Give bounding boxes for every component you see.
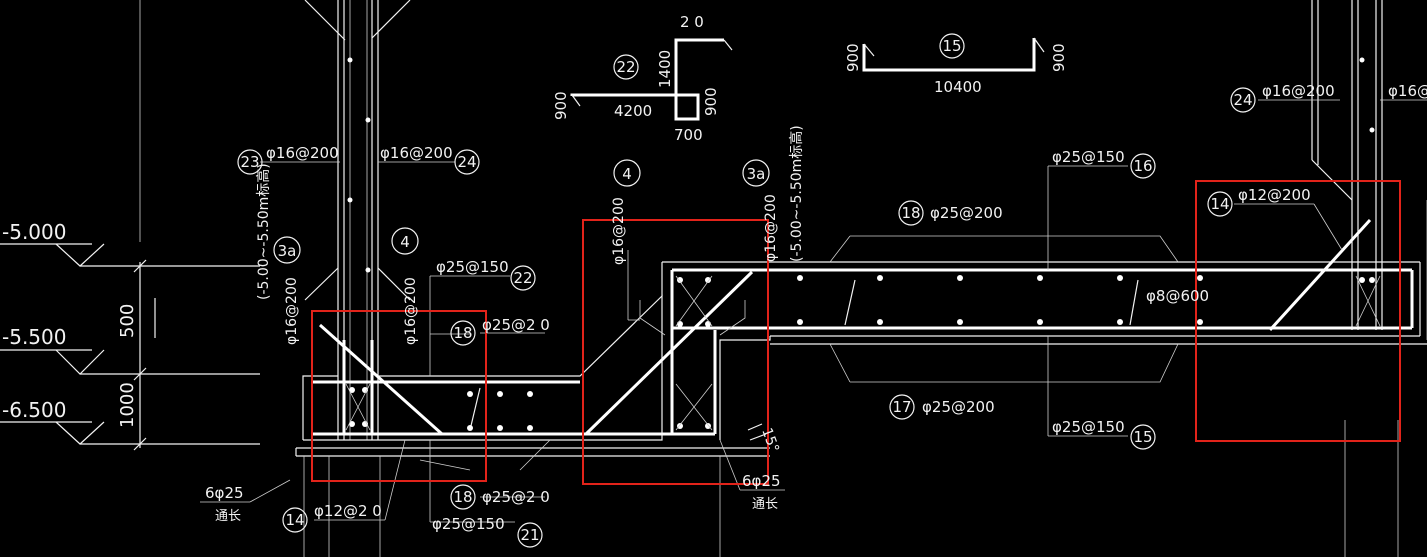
dim-1000: 1000 xyxy=(117,382,138,428)
leader-lines xyxy=(200,99,1427,523)
label-17: φ25@200 xyxy=(922,398,995,416)
label-18-left-top: φ25@2 0 xyxy=(482,316,550,334)
highlight-box-middle xyxy=(582,219,769,485)
level-1: -5.000 xyxy=(2,220,66,244)
label-15: φ25@150 xyxy=(1052,418,1125,436)
highlight-box-left xyxy=(311,310,487,482)
label-tongchang-left: 通长 xyxy=(215,509,241,524)
vertical-labels: (-5.00~-5.50m标高) φ16@200 φ16@200 φ16@200… xyxy=(255,125,805,345)
tag-3a-left: 3a xyxy=(278,242,297,260)
tag-24-right: 24 xyxy=(1233,91,1252,109)
level-2: -5.500 xyxy=(2,325,66,349)
label-8: φ8@600 xyxy=(1146,287,1209,305)
label-tongchang-right: 通长 xyxy=(752,497,778,512)
label-18-left-bottom: φ25@2 0 xyxy=(482,488,550,506)
bar15-length: 10400 xyxy=(934,78,982,96)
highlight-boxes xyxy=(311,180,1401,485)
rebar-dots xyxy=(347,57,1375,431)
rebar-labels: φ16@200 φ16@200 φ16@200 φ16@ φ25@150 φ25… xyxy=(205,82,1427,533)
tag-14-right: 14 xyxy=(1210,195,1229,213)
level-markers xyxy=(0,243,260,451)
bar-shape-text: 900 900 10400 2 0 1400 900 4200 900 700 xyxy=(552,13,1068,144)
tag-21: 21 xyxy=(520,526,539,544)
tag-17: 17 xyxy=(892,398,911,416)
circle-tags xyxy=(237,33,1256,548)
label-v-note-left: (-5.00~-5.50m标高) xyxy=(255,163,272,300)
bar22-vert: 1400 xyxy=(656,50,674,88)
bar15-right-len: 900 xyxy=(1050,43,1068,72)
tag-text: 23 24 24 3a 3a 4 4 14 14 16 17 18 18 18 … xyxy=(240,37,1252,544)
bar22-bottom: 700 xyxy=(674,126,703,144)
bar22-box: 900 xyxy=(702,87,720,116)
label-14-bottom: φ12@2 0 xyxy=(314,502,382,520)
right-wall xyxy=(1311,0,1383,330)
tag-23: 23 xyxy=(240,153,259,171)
dim-15-deg: 15° xyxy=(758,426,782,455)
label-16: φ25@150 xyxy=(1052,148,1125,166)
label-23: φ16@200 xyxy=(266,144,339,162)
bar-15-shape xyxy=(862,37,1045,72)
guide-lines xyxy=(139,0,1399,557)
label-v-16-left-outer: φ16@200 xyxy=(284,277,300,345)
label-v-16-middle-right: φ16@200 xyxy=(763,194,779,262)
dim-500: 500 xyxy=(117,304,138,338)
label-24-edge: φ16@ xyxy=(1388,82,1427,100)
tag-24-left: 24 xyxy=(457,153,476,171)
label-v-16-middle: φ16@200 xyxy=(611,197,627,265)
label-21: φ25@150 xyxy=(432,515,505,533)
label-6phi25-right: 6φ25 xyxy=(742,472,781,490)
tag-4-middle: 4 xyxy=(622,165,632,183)
left-wall xyxy=(304,0,411,440)
tag-3a-middle: 3a xyxy=(747,165,766,183)
joint-hatch xyxy=(345,235,1381,471)
tag-22-shape: 22 xyxy=(616,58,635,76)
tag-4-left: 4 xyxy=(400,233,410,251)
label-6phi25-left: 6φ25 xyxy=(205,484,244,502)
tag-14-bottom: 14 xyxy=(285,511,304,529)
rebar xyxy=(312,218,1414,436)
label-22: φ25@150 xyxy=(436,258,509,276)
level-text: -5.000 -5.500 -6.500 500 1000 15° xyxy=(2,220,782,455)
label-24-right: φ16@200 xyxy=(1262,82,1335,100)
bar-22-shape xyxy=(570,38,733,121)
label-24-left: φ16@200 xyxy=(380,144,453,162)
slab-outline xyxy=(295,200,1427,457)
label-v-16-left-inner: φ16@200 xyxy=(403,277,419,345)
tag-16: 16 xyxy=(1133,157,1152,175)
label-v-note-middle: (-5.00~-5.50m标高) xyxy=(788,125,805,262)
tag-18-left-bottom: 18 xyxy=(453,488,472,506)
bar22-left: 900 xyxy=(552,91,570,120)
bar22-length: 4200 xyxy=(614,102,652,120)
bar15-left-len: 900 xyxy=(844,43,862,72)
tag-15-shape: 15 xyxy=(942,37,961,55)
bar22-top: 2 0 xyxy=(680,13,704,31)
label-14-right: φ12@200 xyxy=(1238,186,1311,204)
level-3: -6.500 xyxy=(2,398,66,422)
label-18-top: φ25@200 xyxy=(930,204,1003,222)
highlight-box-right xyxy=(1195,180,1401,442)
tag-18-left-top: 18 xyxy=(453,324,472,342)
tag-18-top: 18 xyxy=(901,204,920,222)
tag-15-bottom: 15 xyxy=(1133,428,1152,446)
tag-22: 22 xyxy=(513,269,532,287)
